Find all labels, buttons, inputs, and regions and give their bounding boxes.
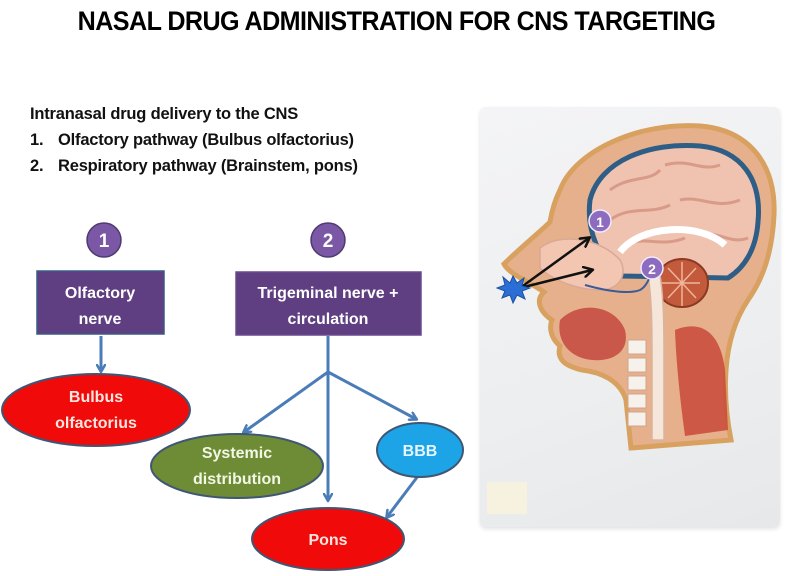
- marker-2: 2: [640, 256, 664, 280]
- systemic-distribution-node: Systemic distribution: [150, 433, 324, 499]
- marker-label: 1: [596, 214, 604, 230]
- olfactory-nerve-box: Olfactory nerve: [36, 270, 165, 335]
- tongue: [559, 307, 626, 361]
- node-line-1: Pons: [308, 532, 347, 549]
- arrow-to-bbb: [327, 370, 416, 419]
- bulbus-olfactorius-node: Bulbus olfactorius: [1, 373, 191, 447]
- trigeminal-circulation-box: Trigeminal nerve + circulation: [235, 271, 422, 336]
- box-line-2: nerve: [79, 311, 122, 328]
- pons-node: Pons: [251, 507, 405, 571]
- box-line-1: Olfactory: [65, 285, 135, 302]
- badge-label: 2: [323, 231, 334, 252]
- marker-label: 2: [648, 261, 656, 277]
- intro-heading: Intranasal drug delivery to the CNS: [30, 105, 299, 123]
- intro-item: 2. Respiratory pathway (Brainstem, pons): [30, 153, 358, 179]
- connectors: [101, 336, 420, 517]
- respiratory-pathway-arrow: [519, 270, 592, 290]
- marker-1: 1: [588, 209, 612, 233]
- bbb-node: BBB: [376, 422, 464, 478]
- node-line-2: distribution: [193, 471, 281, 488]
- node-line-1: Bulbus: [69, 389, 123, 406]
- pathway-badge-1: 1: [86, 222, 122, 258]
- brainstem: [647, 274, 665, 441]
- head-section-illustration: 1 2: [495, 123, 777, 451]
- intro-list: Intranasal drug delivery to the CNS 1. O…: [30, 101, 358, 179]
- item-number: 1.: [30, 131, 44, 149]
- intro-item: 1. Olfactory pathway (Bulbus olfactorius…: [30, 127, 358, 153]
- box-line-1: Trigeminal nerve +: [258, 285, 399, 302]
- item-text: Respiratory pathway (Brainstem, pons): [58, 157, 358, 175]
- pathway-badge-2: 2: [310, 222, 346, 258]
- box-line-2: circulation: [288, 311, 369, 328]
- node-line-1: Systemic: [202, 445, 272, 462]
- item-number: 2.: [30, 157, 44, 175]
- arrow-to-systemic: [244, 370, 329, 432]
- page-title: NASAL DRUG ADMINISTRATION FOR CNS TARGET…: [77, 6, 716, 36]
- board-label-sticker: [487, 482, 527, 514]
- arrow-bbb-to-pons: [387, 475, 420, 517]
- node-line-1: BBB: [403, 443, 438, 460]
- starburst-icon: [495, 274, 532, 305]
- badge-label: 1: [99, 231, 110, 252]
- item-text: Olfactory pathway (Bulbus olfactorius): [58, 131, 354, 149]
- olfactory-pathway-arrow: [519, 238, 589, 290]
- node-line-2: olfactorius: [55, 415, 137, 432]
